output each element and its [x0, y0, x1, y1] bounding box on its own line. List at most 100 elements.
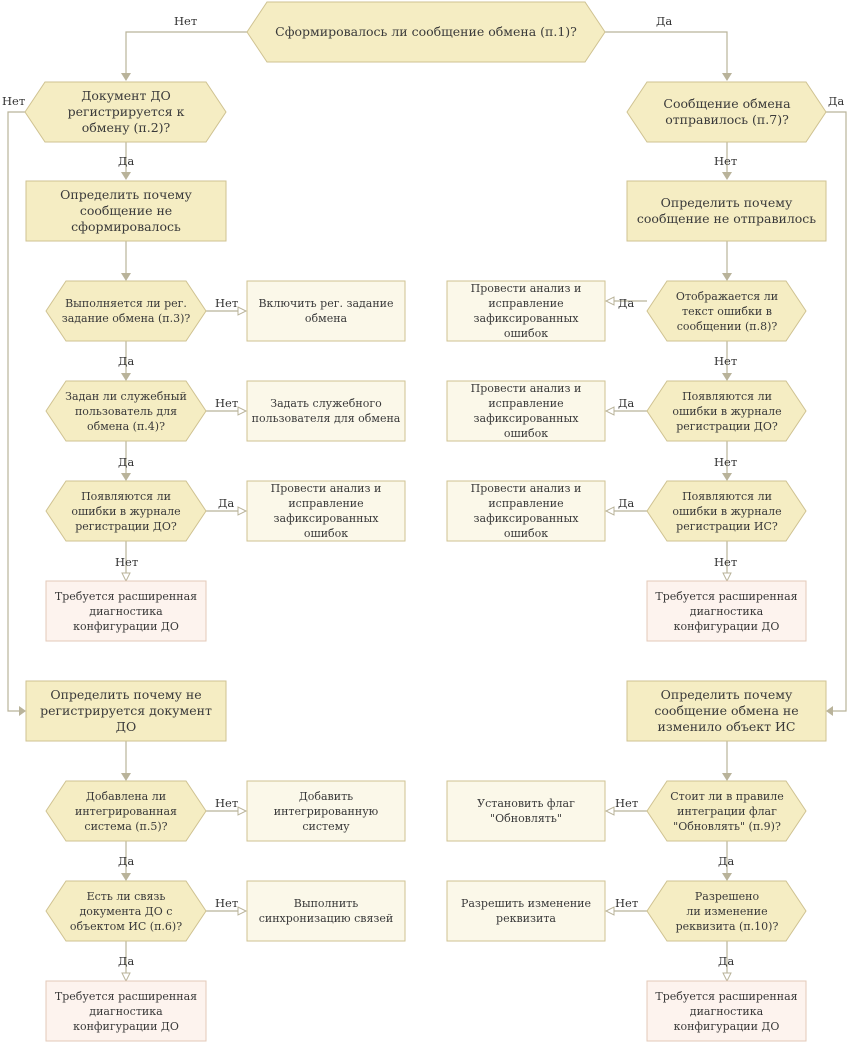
diagnostic-left-2-shape	[45, 980, 207, 1042]
edge-q1-q7	[605, 31, 728, 76]
edge-label-q9-yes: Да	[718, 854, 735, 868]
arrowhead	[121, 73, 131, 81]
diagnostic-left-1: Требуется расширенная диагностика конфиг…	[54, 589, 198, 633]
arrowhead	[722, 773, 732, 781]
decision-q10: Разрешено ли изменение реквизита (п.10)?	[675, 889, 779, 933]
decision-right-errors-is-shape	[646, 480, 807, 542]
action-set-flag: Установить флаг "Обновлять"	[477, 797, 575, 825]
arrowhead	[604, 506, 615, 516]
arrowhead	[826, 706, 833, 716]
action-add-system-shape	[246, 780, 406, 842]
edge-label-q1-no: Нет	[174, 14, 198, 28]
decision-q6-shape	[45, 880, 207, 942]
arrowhead	[121, 972, 131, 983]
arrowhead	[722, 572, 732, 583]
arrowhead	[121, 273, 131, 281]
arrowhead	[121, 172, 131, 180]
action-add-system: Добавить интегрированную систему	[273, 789, 379, 833]
edge-label-ql-yes: Да	[218, 496, 235, 510]
edge-label-qrdo-no: Нет	[714, 455, 738, 469]
action-enable-task: Включить рег. задание обмена	[258, 297, 394, 325]
arrowheads	[19, 73, 833, 983]
action-r1-analyze-shape	[446, 280, 606, 342]
decision-q10-shape	[646, 880, 807, 942]
edge-label-q8-yes: Да	[618, 296, 635, 310]
arrowhead	[237, 906, 248, 916]
edge-label-qris-yes: Да	[618, 496, 635, 510]
action-left-analyze: Провести анализ и исправление зафиксиров…	[270, 482, 382, 540]
edge-label-qris-no: Нет	[714, 555, 738, 569]
decision-q2: Документ ДО регистрируется к обмену (п.2…	[67, 88, 185, 135]
diagnostic-right-2-shape	[646, 980, 807, 1042]
arrowhead	[604, 906, 615, 916]
decision-q6: Есть ли связь документа ДО с объектом ИС…	[69, 889, 183, 933]
edge-label-q7-no: Нет	[714, 154, 738, 168]
decision-q3: Выполняется ли рег. задание обмена (п.3)…	[61, 297, 191, 325]
decision-q2-shape	[24, 81, 227, 143]
diagnostic-right-2: Требуется расширенная диагностика конфиг…	[655, 989, 798, 1033]
arrowhead	[121, 773, 131, 781]
decision-q5-shape	[45, 780, 207, 842]
decision-q8-shape	[646, 280, 807, 342]
arrowhead	[237, 806, 248, 816]
arrowhead	[722, 273, 732, 281]
edge-label-q3-yes: Да	[118, 354, 135, 368]
decision-q9-shape	[646, 780, 807, 842]
arrowhead	[722, 73, 732, 81]
diagnostic-right-1: Требуется расширенная диагностика конфиг…	[655, 589, 798, 633]
diagnostic-left-2: Требуется расширенная диагностика конфиг…	[54, 989, 198, 1033]
arrowhead	[722, 972, 732, 983]
process-not-registered: Определить почему не регистрируется доку…	[40, 687, 212, 734]
edge-label-q4-no: Нет	[215, 396, 239, 410]
edge-label-q6-no: Нет	[215, 896, 239, 910]
decision-left-errors-do: Появляются ли ошибки в журнале регистрац…	[71, 489, 181, 533]
edge-label-q2-yes: Да	[118, 154, 135, 168]
diagnostic-left-1-shape	[45, 580, 207, 642]
edge-q7-pnc	[826, 111, 847, 712]
arrowhead	[121, 873, 131, 881]
decision-q1: Сформировалось ли сообщение обмена (п.1)…	[275, 24, 577, 39]
arrowhead	[121, 473, 131, 481]
action-r1-analyze: Провести анализ и исправление зафиксиров…	[470, 282, 582, 340]
edge-label-ql-no: Нет	[115, 555, 139, 569]
decision-q3-shape	[45, 280, 207, 342]
action-set-flag-shape	[446, 780, 606, 842]
arrowhead	[237, 506, 248, 516]
edge-label-q10-yes: Да	[718, 954, 735, 968]
decision-q5: Добавлена ли интегрированная система (п.…	[75, 789, 177, 833]
decision-q7: Сообщение обмена отправилось (п.7)?	[663, 96, 791, 127]
process-not-formed-shape	[25, 180, 227, 242]
arrowhead	[237, 306, 248, 316]
edge-label-qrdo-yes: Да	[618, 396, 635, 410]
action-enable-task-shape	[246, 280, 406, 342]
edge-q1-q2	[125, 31, 247, 76]
action-set-user-shape	[246, 380, 406, 442]
diagnostic-right-1-shape	[646, 580, 807, 642]
decision-q7-shape	[626, 81, 827, 143]
process-not-sent: Определить почему сообщение не отправило…	[636, 195, 817, 226]
edge-label-q3-no: Нет	[215, 296, 239, 310]
action-r2-analyze: Провести анализ и исправление зафиксиров…	[470, 382, 582, 440]
action-sync: Выполнить синхронизацию связей	[258, 897, 394, 925]
edge-label-q9-no: Нет	[615, 796, 639, 810]
arrowhead	[19, 706, 26, 716]
process-not-changed: Определить почему сообщение обмена не из…	[654, 687, 799, 734]
edge-q2-pnr	[7, 111, 25, 712]
decision-q4-shape	[45, 380, 207, 442]
arrowhead	[237, 406, 248, 416]
process-not-sent-shape	[626, 180, 827, 242]
action-sync-shape	[246, 880, 406, 942]
edge-label-q2-no: Нет	[2, 94, 26, 108]
decision-q4: Задан ли служебный пользователь для обме…	[65, 389, 187, 433]
decision-left-errors-shape	[45, 480, 207, 542]
arrowhead	[722, 373, 732, 381]
arrowhead	[604, 806, 615, 816]
arrowhead	[722, 172, 732, 180]
action-r3-analyze-shape	[446, 480, 606, 542]
shapes	[24, 1, 827, 1042]
arrowhead	[121, 572, 131, 583]
action-r2-analyze-shape	[446, 380, 606, 442]
edge-label-q6-yes: Да	[118, 954, 135, 968]
decision-q8: Отображается ли текст ошибки в сообщении…	[675, 289, 779, 333]
